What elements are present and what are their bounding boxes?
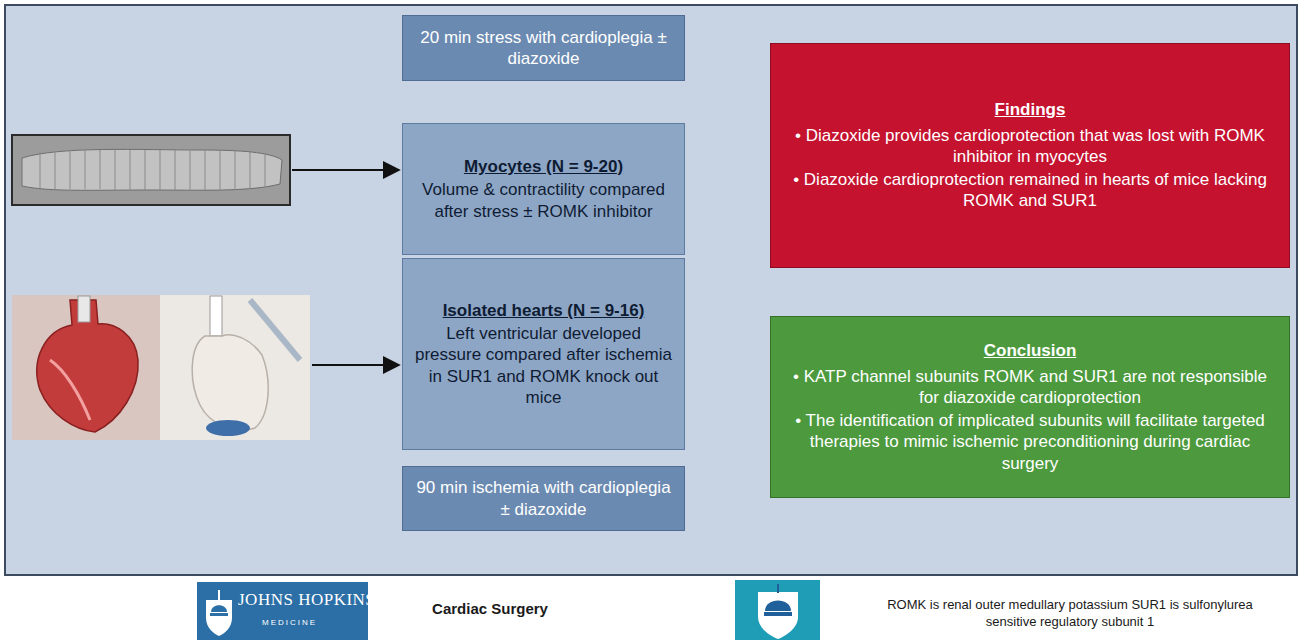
background-panel bbox=[5, 5, 1297, 575]
box-heading: Conclusion bbox=[984, 340, 1077, 361]
box-text: • Diazoxide provides cardioprotection th… bbox=[783, 125, 1277, 168]
arrow-line bbox=[292, 169, 399, 171]
findings-box: Findings • Diazoxide provides cardioprote… bbox=[770, 43, 1290, 268]
footnote: ROMK is renal outer medullary potassium … bbox=[880, 597, 1260, 631]
conclusion-box: Conclusion • KATP channel subunits ROMK a… bbox=[770, 316, 1290, 498]
logo-text: MEDICINE bbox=[262, 618, 342, 627]
jhm-logo bbox=[197, 582, 368, 640]
box-text: 20 min stress with cardioplegia ± diazox… bbox=[415, 27, 672, 70]
arrow-line bbox=[312, 364, 399, 366]
method-box: Isolated hearts (N = 9-16)Left ventricul… bbox=[402, 258, 685, 450]
logo-text: JOHNS HOPKINS bbox=[238, 590, 366, 610]
myocyte-image bbox=[12, 135, 290, 205]
box-heading: Findings bbox=[995, 99, 1066, 120]
box-text: • KATP channel subunits ROMK and SUR1 ar… bbox=[783, 366, 1277, 409]
box-text: • The identification of implicated subun… bbox=[783, 410, 1277, 474]
step-box: 90 min ischemia with cardioplegia ± diaz… bbox=[402, 466, 685, 531]
box-heading: Isolated hearts (N = 9-16) bbox=[443, 300, 645, 321]
method-box: Myocytes (N = 9-20)Volume & contractilit… bbox=[402, 123, 685, 255]
box-text: Volume & contractility compared after st… bbox=[415, 179, 672, 222]
step-box: 20 min stress with cardioplegia ± diazox… bbox=[402, 15, 685, 81]
medicine-shield-logo bbox=[735, 580, 820, 640]
box-text: Left ventricular developed pressure comp… bbox=[415, 323, 672, 408]
box-heading: Myocytes (N = 9-20) bbox=[464, 156, 623, 177]
heart-image bbox=[12, 295, 310, 440]
box-text: 90 min ischemia with cardioplegia ± diaz… bbox=[415, 477, 672, 520]
box-text: • Diazoxide cardioprotection remained in… bbox=[783, 169, 1277, 212]
footer-title: Cardiac Surgery bbox=[410, 600, 570, 617]
